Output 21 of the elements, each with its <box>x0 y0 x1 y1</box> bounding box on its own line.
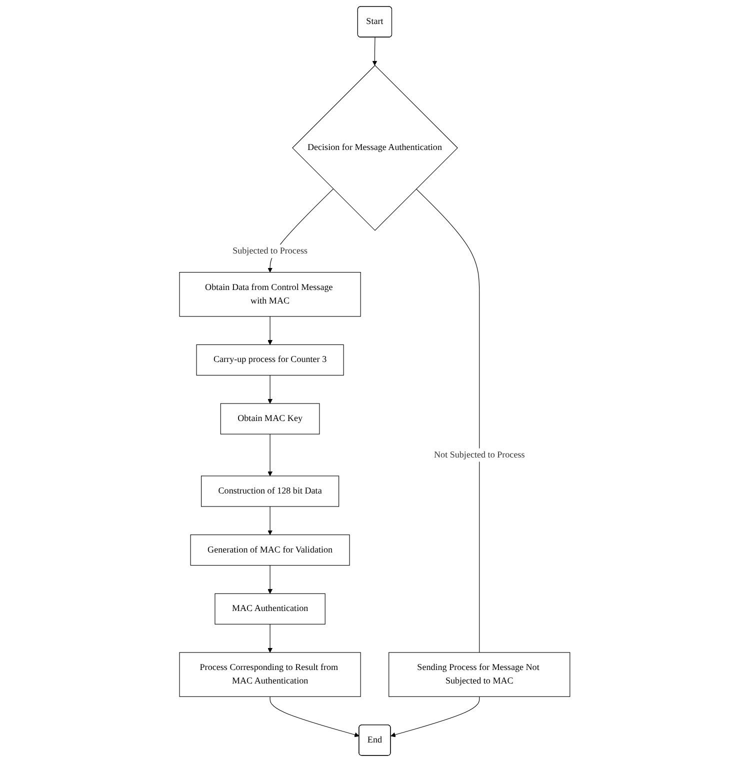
edge-label: Not Subjected to Process <box>434 450 525 460</box>
connector <box>416 188 480 653</box>
node-box: Sending Process for Message Not Subjected to MAC <box>388 652 570 697</box>
edge-label: Subjected to Process <box>232 246 308 256</box>
node-box: MAC Authentication <box>214 593 326 624</box>
arrow <box>267 624 272 653</box>
node-box: Carry-up process for Counter 3 <box>196 344 344 376</box>
arrow <box>267 316 272 345</box>
arrow <box>372 37 377 66</box>
arrow <box>267 565 272 594</box>
node-box: Construction of 128 bit Data <box>200 476 339 507</box>
arrow <box>267 374 272 404</box>
arrow <box>390 696 480 738</box>
node-box: Obtain MAC Key <box>220 403 320 434</box>
arrow <box>267 506 272 536</box>
arrow <box>267 434 272 476</box>
node-box: Generation of MAC for Validation <box>190 534 350 566</box>
arrow <box>270 696 360 738</box>
node-diamond: Decision for Message Authentication <box>292 64 458 231</box>
node-box: Obtain Data from Control Message with MAC <box>179 272 361 317</box>
node-box: Process Corresponding to Result from MAC Authentication <box>179 652 361 697</box>
